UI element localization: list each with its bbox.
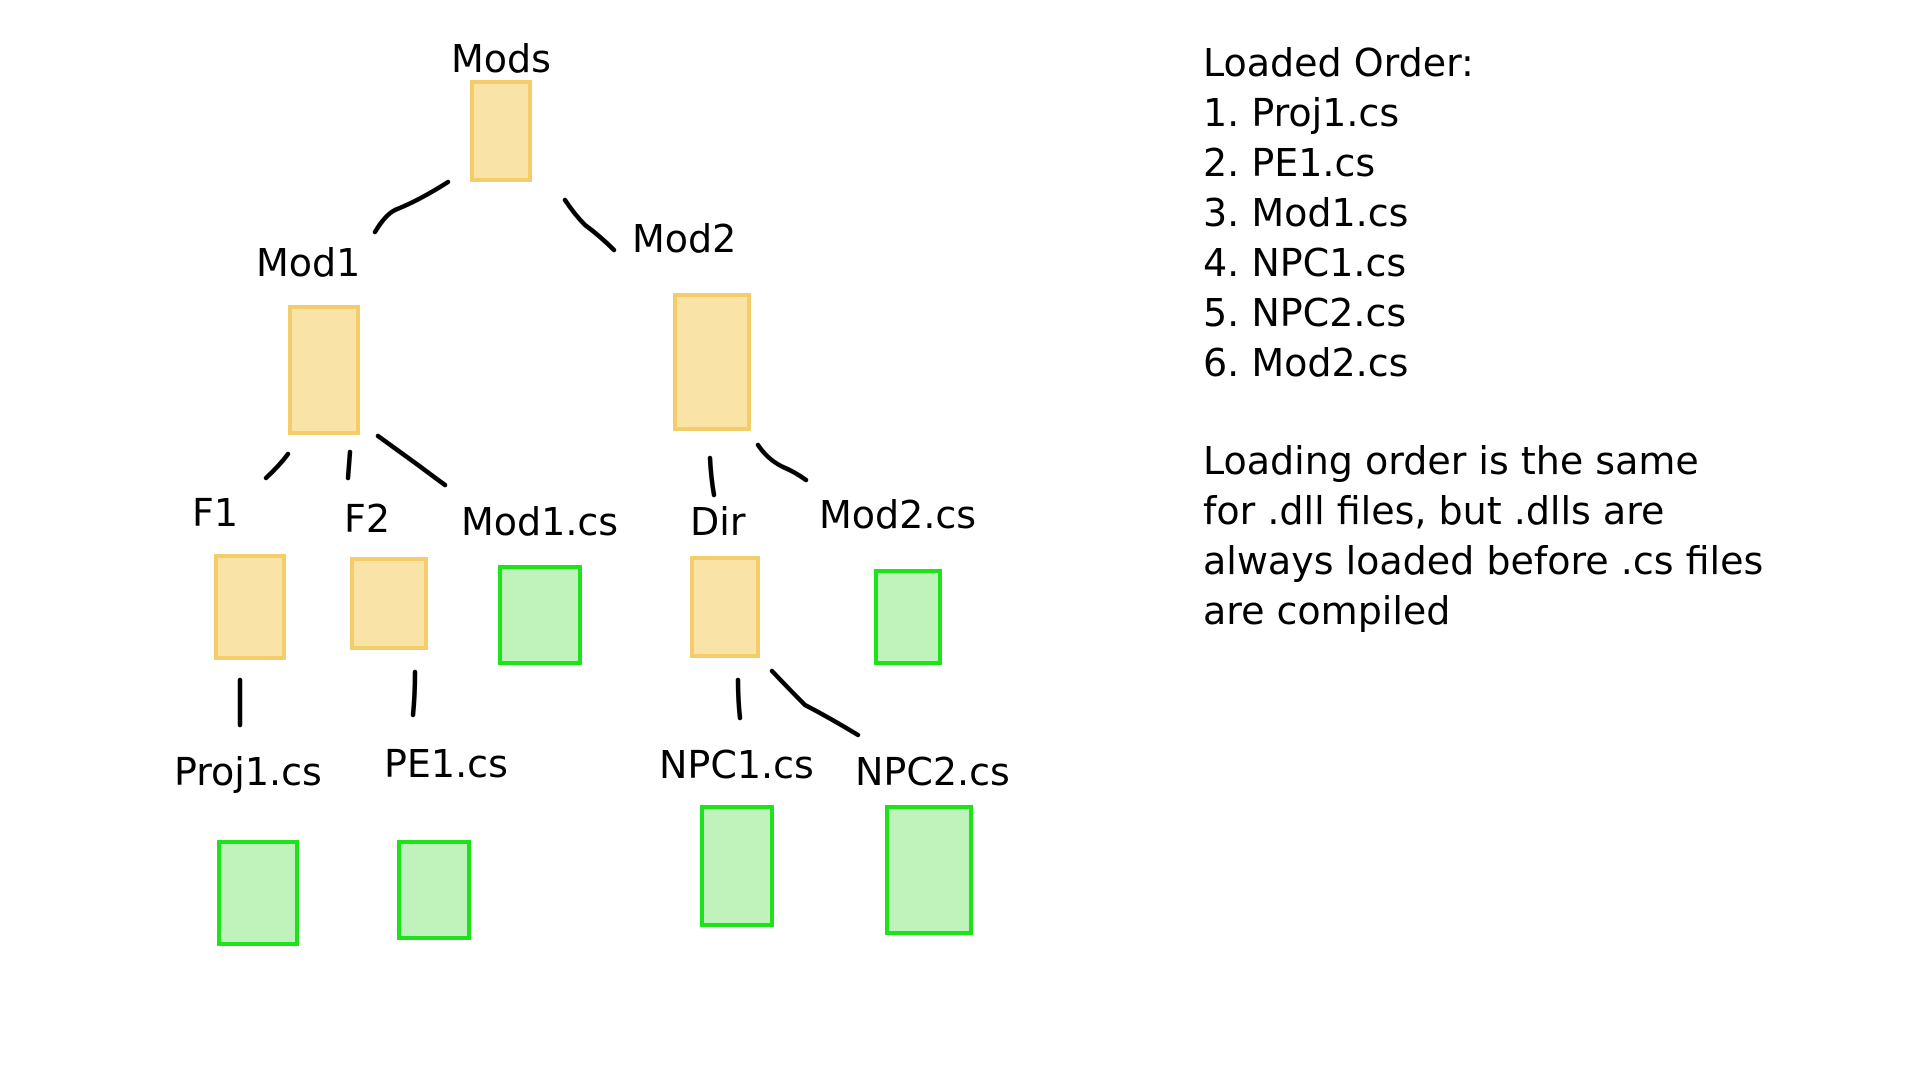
node-label-f1: F1 — [192, 491, 239, 535]
file-icon-npc2-cs — [885, 805, 973, 935]
node-label-mods: Mods — [451, 37, 551, 81]
file-icon-proj1-cs — [217, 840, 299, 946]
file-icon-mod1-cs — [498, 565, 582, 665]
loading-note-line: Loading order is the same — [1203, 439, 1699, 483]
node-label-f2: F2 — [344, 497, 391, 541]
node-label-npc1-cs: NPC1.cs — [659, 743, 814, 787]
edge-mod2-mod2cs — [755, 442, 809, 483]
node-label-dir: Dir — [690, 500, 746, 544]
load-order-panel: Loaded Order: 1. Proj1.cs 2. PE1.cs 3. M… — [1203, 38, 1763, 636]
edge-mod1-f1 — [263, 451, 291, 481]
load-order-item: 3. Mod1.cs — [1203, 191, 1409, 235]
edge-mods-mod1 — [372, 179, 451, 235]
file-icon-npc1-cs — [700, 805, 774, 927]
loading-note-line: for .dll files, but .dlls are — [1203, 489, 1665, 533]
node-label-pe1-cs: PE1.cs — [384, 742, 508, 786]
folder-icon-mod2 — [673, 293, 751, 431]
load-order-item: 2. PE1.cs — [1203, 141, 1376, 185]
node-label-mod1-cs: Mod1.cs — [461, 500, 619, 544]
edge-mod2-dir — [707, 455, 717, 498]
node-label-mod2-cs: Mod2.cs — [819, 493, 977, 537]
edge-f2-pe1 — [410, 669, 418, 718]
loading-note-line: are compiled — [1203, 589, 1451, 633]
edge-dir-npc2 — [769, 668, 861, 738]
file-icon-pe1-cs — [397, 840, 471, 940]
load-order-item: 5. NPC2.cs — [1203, 291, 1407, 335]
node-label-npc2-cs: NPC2.cs — [855, 750, 1010, 794]
load-order-list: 1. Proj1.cs 2. PE1.cs 3. Mod1.cs 4. NPC1… — [1203, 88, 1763, 388]
load-order-item: 4. NPC1.cs — [1203, 241, 1407, 285]
edge-mods-mod2 — [562, 197, 617, 253]
node-label-mod2: Mod2 — [632, 217, 737, 261]
folder-icon-mods — [470, 80, 532, 182]
node-label-mod1: Mod1 — [256, 241, 361, 285]
edge-dir-npc1 — [735, 677, 743, 721]
file-icon-mod2-cs — [874, 569, 942, 665]
folder-icon-dir — [690, 556, 760, 658]
node-label-proj1-cs: Proj1.cs — [174, 750, 322, 794]
loading-note: Loading order is the same for .dll files… — [1203, 436, 1763, 636]
edge-mod1-mod1cs — [375, 433, 448, 488]
load-order-item: 1. Proj1.cs — [1203, 91, 1400, 135]
load-order-item: 6. Mod2.cs — [1203, 341, 1409, 385]
edge-mod1-f2 — [345, 449, 353, 481]
folder-icon-f2 — [350, 557, 428, 650]
folder-icon-f1 — [214, 554, 286, 660]
load-order-heading: Loaded Order: — [1203, 41, 1474, 85]
loading-note-line: always loaded before .cs files — [1203, 539, 1764, 583]
folder-icon-mod1 — [288, 305, 360, 435]
